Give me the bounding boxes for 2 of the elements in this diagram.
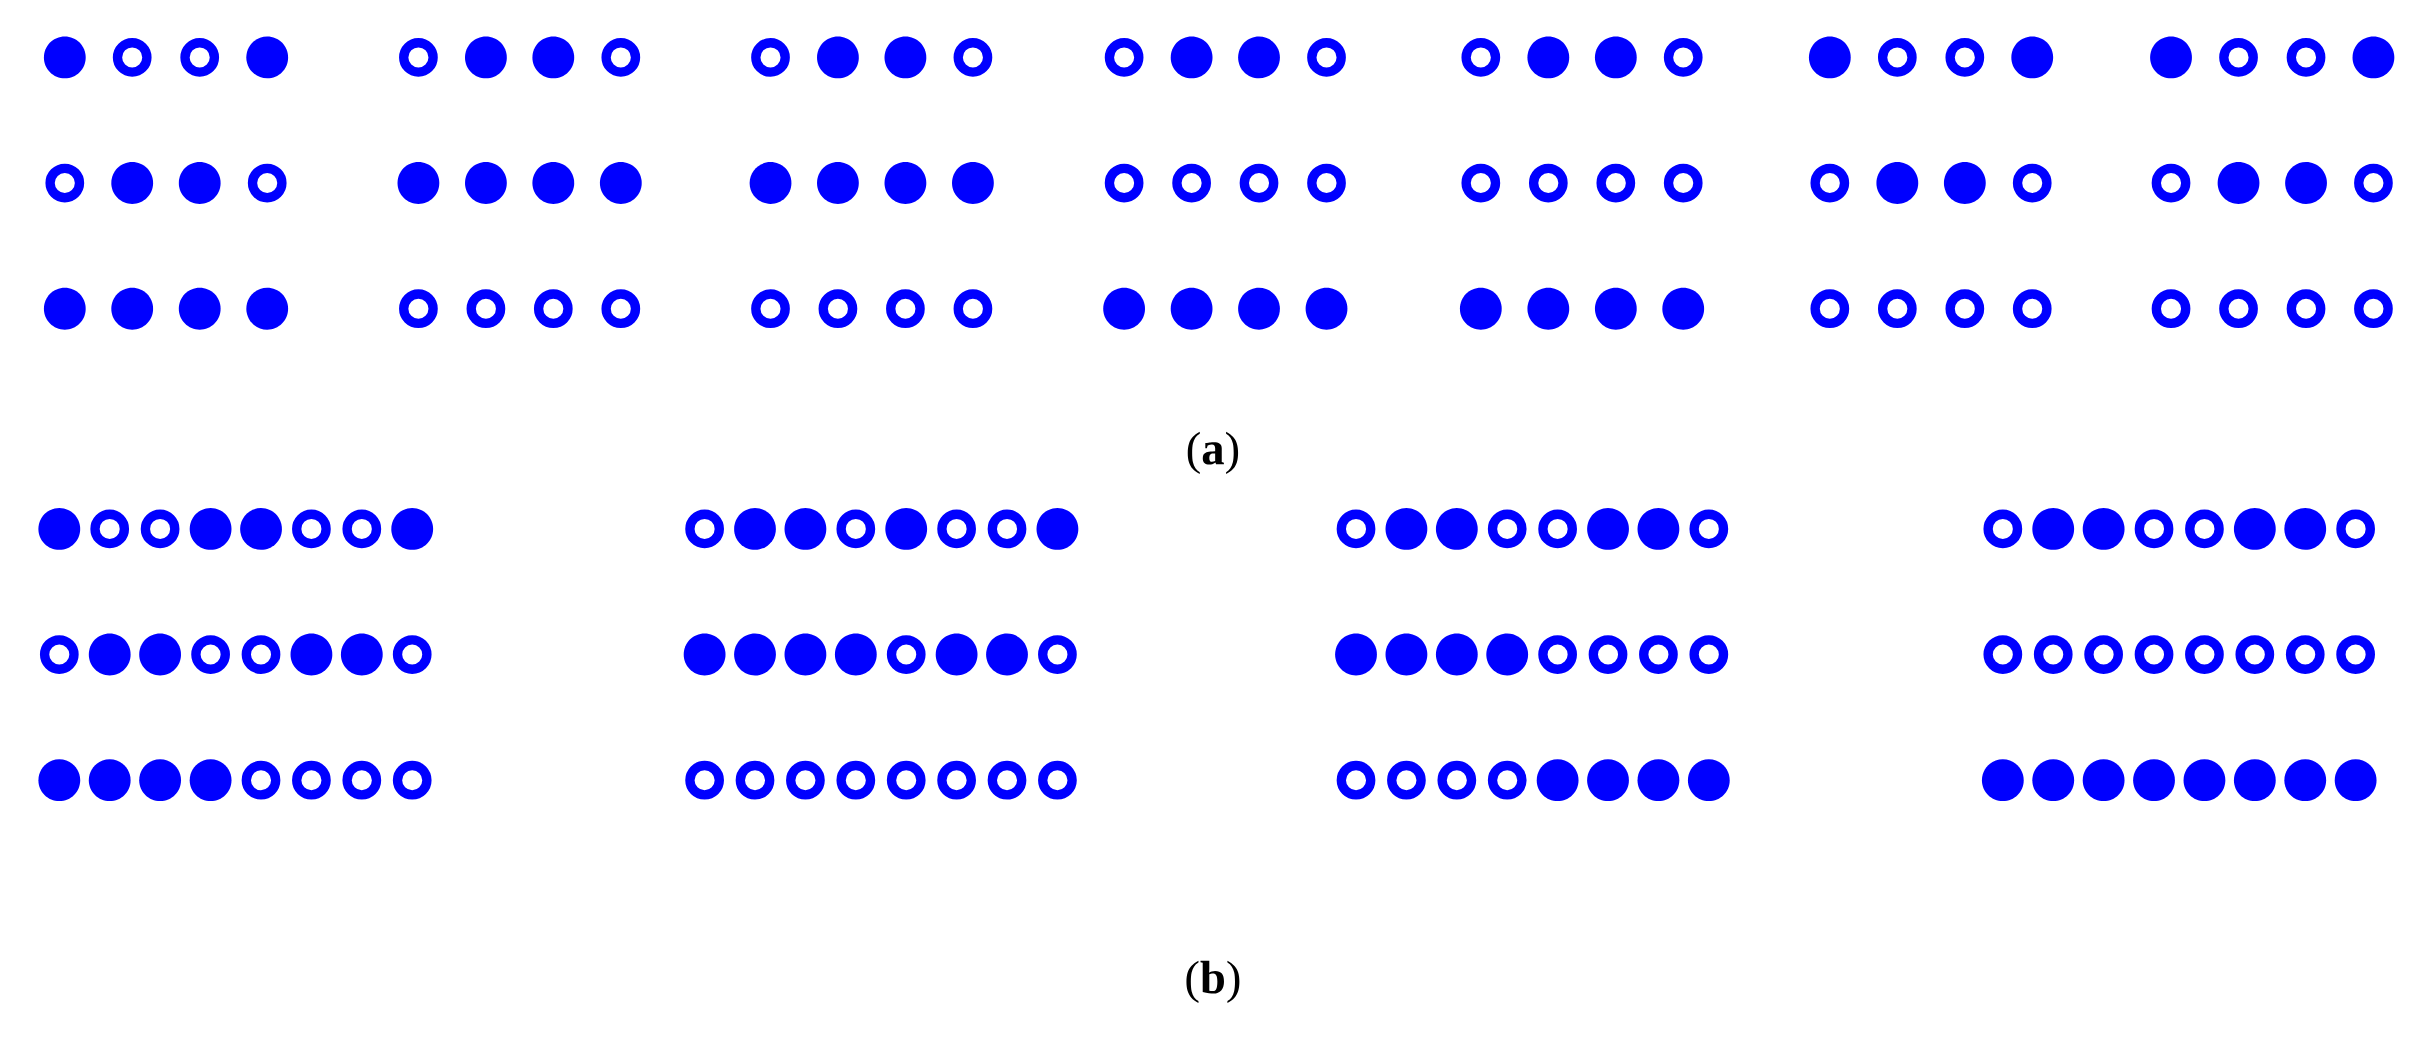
panel-label: (b) [1186, 960, 1240, 1003]
panel-label: (a) [1187, 431, 1239, 475]
